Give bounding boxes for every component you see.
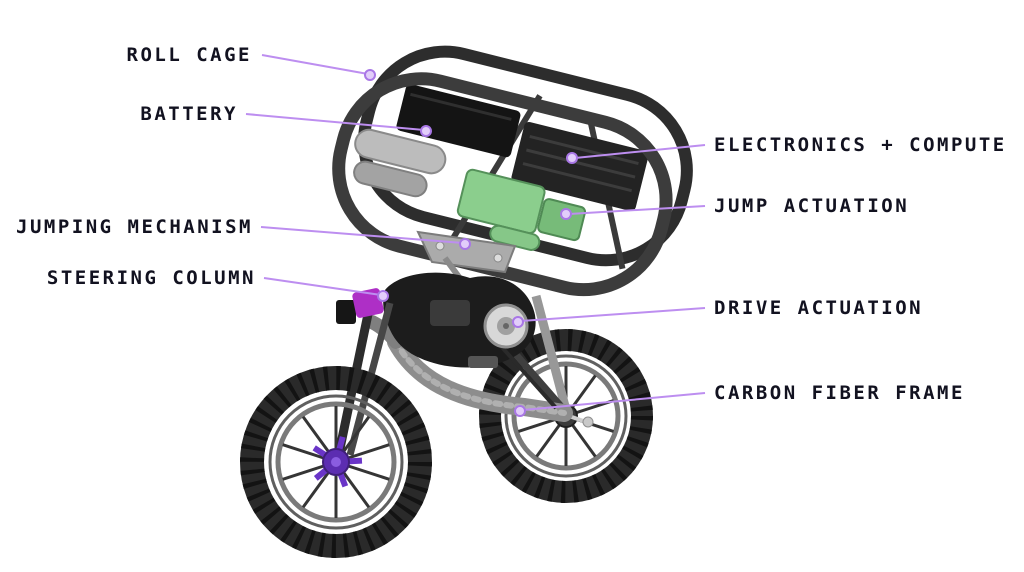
- dot-drive-actuation: [512, 316, 524, 328]
- front-wheel: [240, 366, 432, 558]
- dot-battery: [420, 125, 432, 137]
- label-electronics-compute: ELECTRONICS + COMPUTE: [714, 134, 1007, 156]
- leader-steering-column: [263, 277, 382, 296]
- label-battery: BATTERY: [140, 103, 238, 125]
- leader-drive-actuation: [520, 307, 706, 322]
- leader-battery: [245, 113, 425, 131]
- label-jumping-mechanism: JUMPING MECHANISM: [16, 216, 253, 238]
- jump-actuation-motor: [456, 168, 587, 251]
- carbon-fiber-frame-part: [365, 294, 573, 422]
- leader-electronics: [574, 144, 706, 159]
- steering-column-part: [336, 288, 384, 324]
- label-steering-column: STEERING COLUMN: [46, 267, 256, 289]
- dot-jumping-mechanism: [459, 238, 471, 250]
- drive-actuation-part: [483, 303, 558, 410]
- leader-jumping-mechanism: [260, 226, 464, 244]
- dot-roll-cage: [364, 69, 376, 81]
- leader-dots: [364, 69, 578, 417]
- label-carbon-fiber-frame: CARBON FIBER FRAME: [714, 382, 965, 404]
- leader-roll-cage: [261, 54, 369, 75]
- cylinder-part: [354, 128, 447, 175]
- dot-steering-column: [377, 290, 389, 302]
- dot-carbon-frame: [514, 405, 526, 417]
- label-drive-actuation: DRIVE ACTUATION: [714, 297, 924, 319]
- electronics-part: [511, 121, 649, 211]
- roll-cage-part: [332, 45, 693, 297]
- dot-electronics: [566, 152, 578, 164]
- battery-part: [396, 84, 521, 158]
- leader-carbon-frame: [522, 392, 706, 411]
- leader-jump-actuation: [568, 205, 706, 215]
- label-roll-cage: ROLL CAGE: [126, 44, 252, 66]
- leader-lines: [245, 54, 706, 411]
- dot-jump-actuation: [560, 208, 572, 220]
- label-jump-actuation: JUMP ACTUATION: [714, 195, 910, 217]
